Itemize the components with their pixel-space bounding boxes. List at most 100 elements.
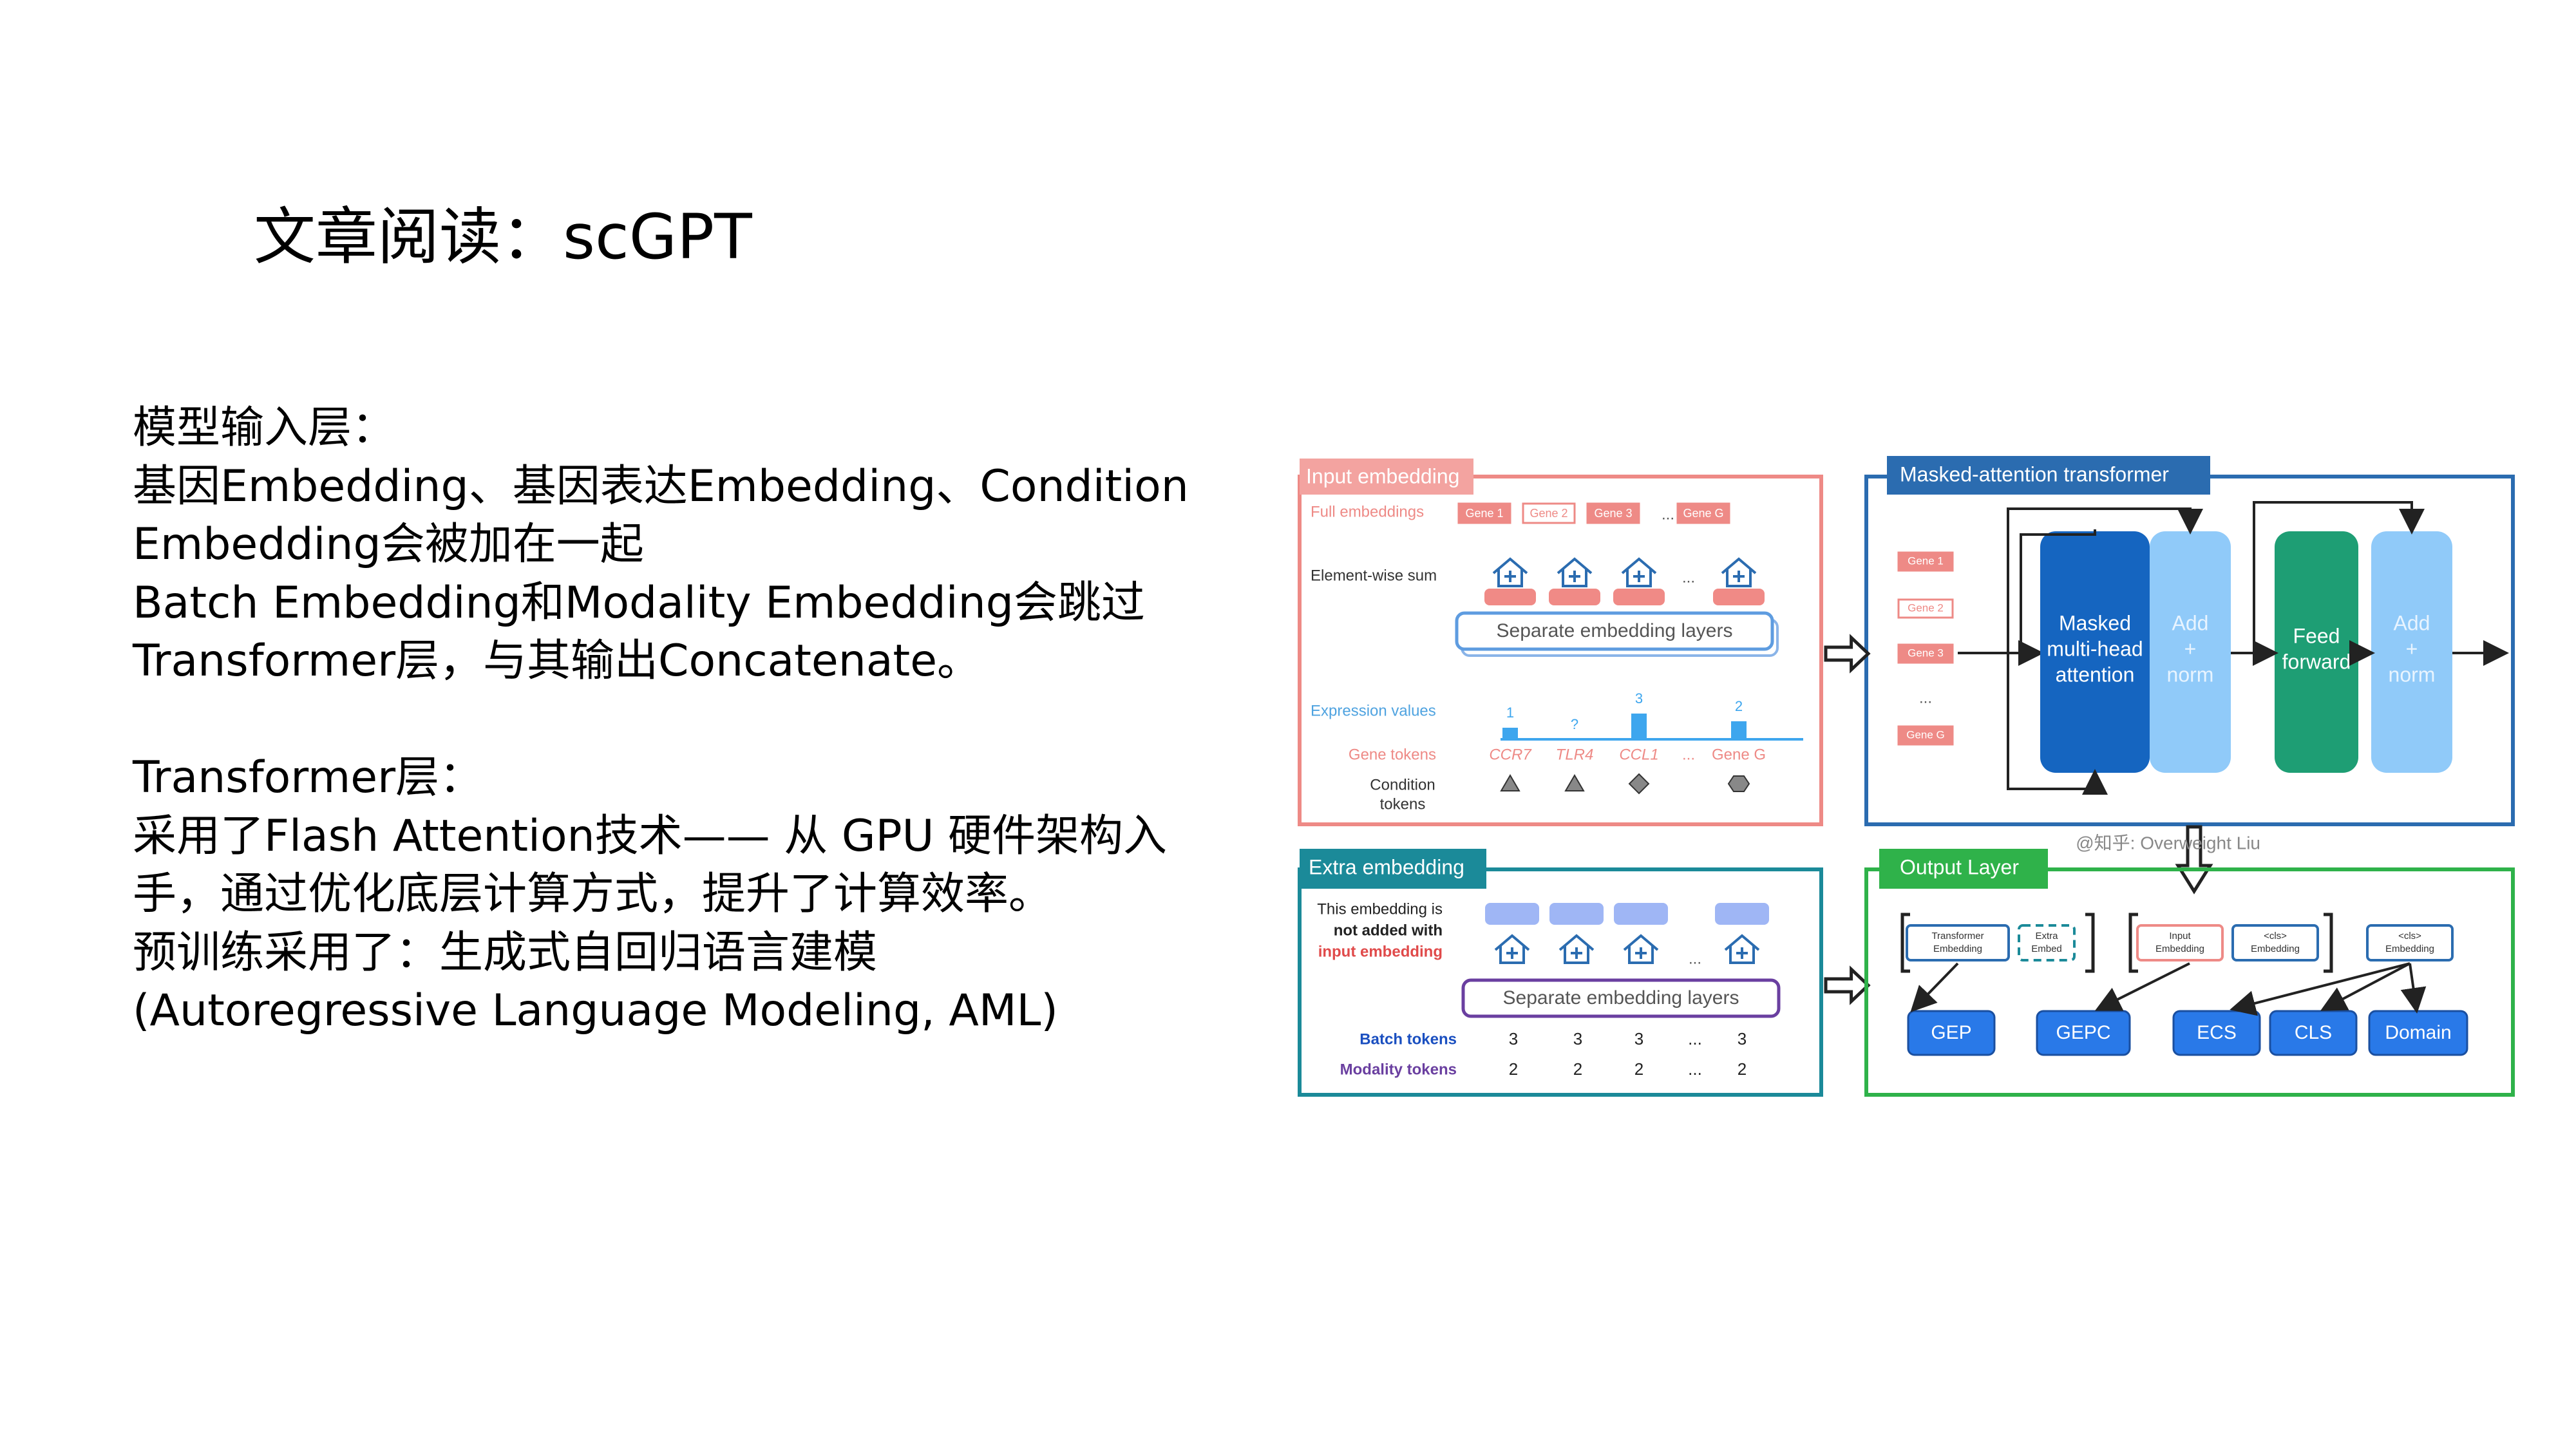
input-layer-line-1: 基因Embedding、基因表达Embedding、Condition [133,460,1189,512]
input-to-transformer-arrow [1824,634,1871,674]
output-embedding-box [2136,924,2224,961]
transformer-block [2371,531,2452,773]
output-embedding-box [2366,924,2454,961]
body-text: 模型输入层： 基因Embedding、基因表达Embedding、Conditi… [133,399,1227,1041]
transformer-block-label: attention [2056,663,2135,686]
output-link-ecs [2230,962,2410,1016]
expression-value-bar [1502,728,1518,739]
extra-embedding-layer-icon [1623,934,1659,964]
output-embedding-box [1906,924,2010,961]
output-embedding-label-line1: Extra [2035,931,2058,942]
extra-embedding-bar [1485,903,1539,925]
batch-token-value: ... [1688,1029,1702,1048]
residual-loop-1 [2007,507,2203,653]
expression-value-label: 2 [1735,698,1743,714]
residual-loop-2 [2253,501,2425,653]
transformer-block-label: Feed [2293,624,2340,647]
transformer-block-label: Add [2172,611,2209,634]
transformer-gene-box [1897,598,1954,619]
input-layer-line-3: Batch Embedding和Modality Embedding会跳过 [133,577,1145,629]
gene-token-label: ... [1682,746,1695,763]
condition-token-triangle [1564,774,1585,791]
extra-note-line-2: not added with [1334,922,1443,939]
sum-ellipsis: ... [1682,569,1695,586]
output-layer-title-bg [1879,849,2048,889]
condition-token-diamond [1628,773,1650,795]
output-link-gep [1910,962,1959,1012]
attention-value-line [2007,653,2108,795]
expression-value-label: 1 [1506,705,1514,721]
batch-tokens-label: Batch tokens [1359,1030,1457,1048]
extra-embedding-layer-icon [1724,934,1760,964]
separate-embedding-layers-label: Separate embedding layers [1497,620,1733,641]
condition-token-triangle [1500,774,1520,791]
embedding-layer-icon [1621,557,1657,587]
transformer-gene-ellipsis: ... [1919,689,1932,706]
transformer-block [2040,531,2150,773]
extra-separate-layers-label: Separate embedding layers [1503,987,1739,1009]
batch-token-value: 3 [1573,1029,1582,1048]
output-task-label: GEP [1931,1022,1971,1043]
full-embedding-gene-label: Gene 2 [1530,507,1567,520]
full-embedding-gene-box [1676,502,1730,524]
transformer-line-4: (Autoregressive Language Modeling, AML) [133,985,1058,1036]
modality-tokens-label: Modality tokens [1340,1061,1457,1078]
extra-separate-layers-box [1461,978,1781,1018]
output-link-cls [2320,962,2410,1011]
output-bracket-right-1 [2085,913,2095,973]
expression-value-label: 3 [1635,690,1643,706]
output-embedding-label-line1: Input [2169,931,2191,942]
extra-ellipsis: ... [1689,950,1701,967]
extra-to-output-arrow [1824,965,1871,1005]
output-embedding-label-line2: Embed [2031,943,2062,954]
output-embedding-label-line1: Transformer [1931,931,1984,942]
transformer-gene-box [1897,551,1954,572]
masked-transformer-title-bg [1887,456,2210,495]
embedding-layer-icon [1557,557,1593,587]
sum-embedding-bar [1549,589,1600,605]
output-layer-title: Output Layer [1900,855,2019,878]
expression-value-bar [1731,721,1747,739]
full-embedding-gene-label: Gene 3 [1594,507,1632,520]
output-task-button [2036,1010,2131,1056]
output-bracket-left-1 [1900,913,1910,973]
extra-note-line-1: This embedding is [1317,900,1443,918]
sum-embedding-bar [1484,589,1536,605]
output-layer-panel [1864,867,2515,1097]
transformer-block-label: forward [2282,650,2351,673]
transformer-block-label: + [2184,637,2197,660]
batch-token-value: 3 [1738,1029,1747,1048]
gene-token-label: TLR4 [1556,746,1594,763]
attention-input-line [2020,529,2096,653]
modality-token-value: 2 [1634,1059,1643,1079]
expression-values-label: Expression values [1311,702,1436,719]
transformer-block-label: + [2406,637,2418,660]
transformer-block-label: Masked [2059,611,2131,634]
full-embedding-gene-box [1522,502,1576,524]
extra-embedding-layer-icon [1494,934,1530,964]
input-embedding-title-bg [1300,459,1473,495]
slide-title: 文章阅读：scGPT [254,201,752,273]
transformer-gene-label: Gene G [1906,728,1945,741]
extra-embedding-bar [1614,903,1668,925]
output-task-label: CLS [2295,1022,2332,1043]
extra-embedding-layer-icon [1558,934,1595,964]
gene-tokens-label: Gene tokens [1349,746,1436,763]
gene-token-label: CCR7 [1489,746,1532,763]
batch-token-value: 3 [1634,1029,1643,1048]
output-embedding-box [2231,924,2319,961]
modality-token-value: 2 [1738,1059,1747,1079]
output-embedding-label-line2: Embedding [2251,943,2300,954]
transformer-line-1: 采用了Flash Attention技术—— 从 GPU 硬件架构入 [133,810,1167,862]
full-embedding-gene-label: Gene G [1683,507,1723,520]
output-task-label: Domain [2385,1022,2451,1043]
condition-tokens-label-line2: tokens [1380,795,1426,813]
extra-embedding-bar [1549,903,1604,925]
transformer-block-label: norm [2167,663,2214,686]
full-embeddings-label: Full embeddings [1311,503,1424,520]
modality-token-value: 2 [1573,1059,1582,1079]
transformer-to-output-arrow [2175,825,2213,895]
expression-value-bar [1631,714,1647,739]
output-task-label: GEPC [2056,1022,2110,1043]
